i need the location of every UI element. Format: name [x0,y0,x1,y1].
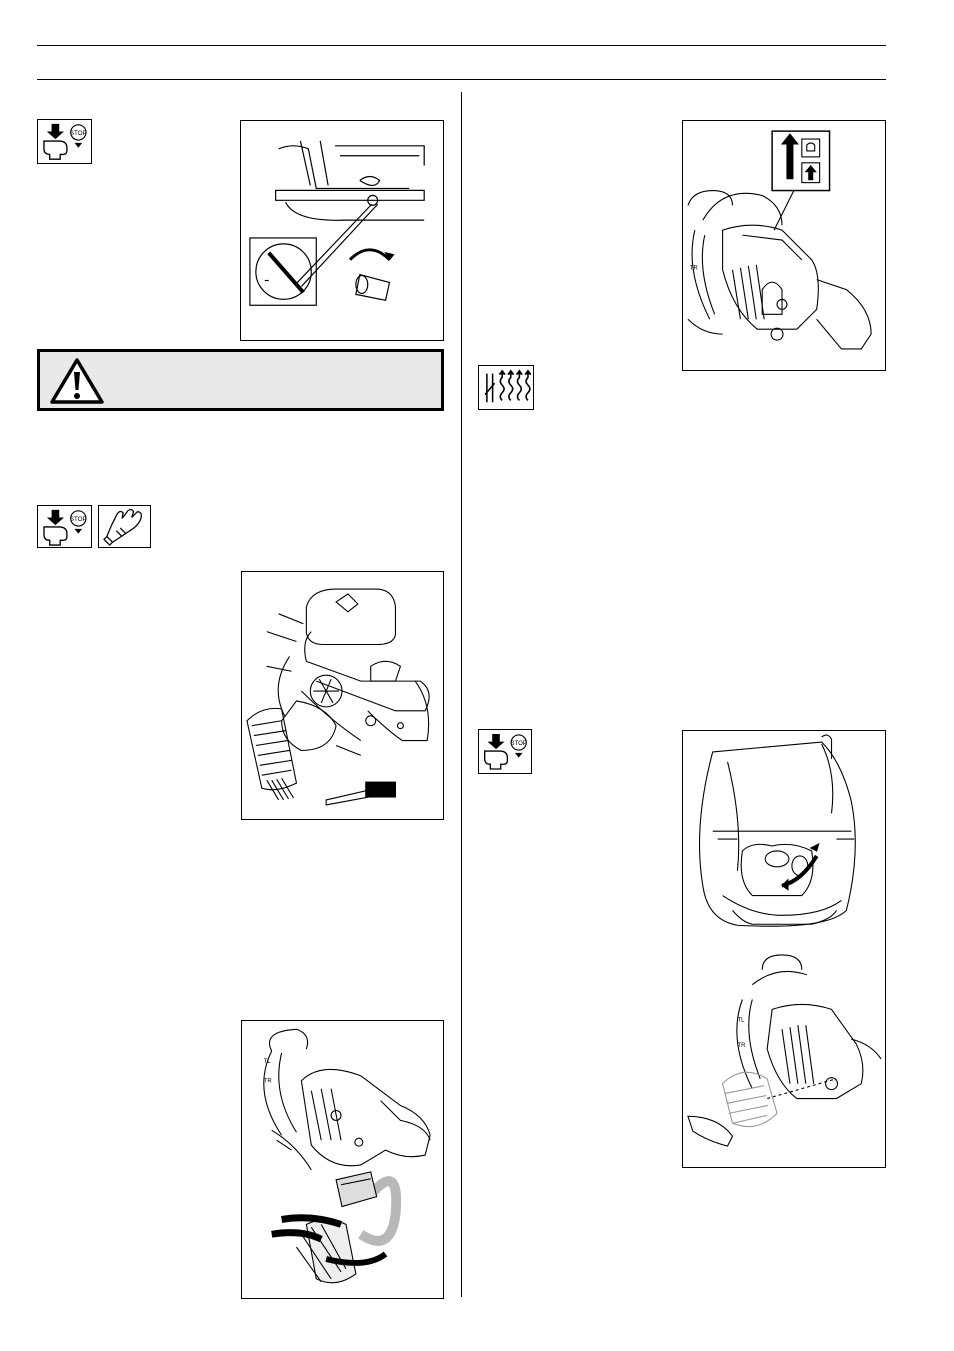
svg-text:TR: TR [737,1043,746,1049]
stop-engine-icon: STOP [478,729,532,774]
header-rule-bottom [37,79,886,80]
air-filter-illustration [241,571,444,820]
svg-text:STOP: STOP [510,740,527,747]
carburetor-adjustment-illustration [240,120,444,341]
heated-handle-switch-illustration: TR [682,120,886,371]
cylinder-cleaning-illustration: TL TR [241,1020,444,1299]
header-rule-top [37,45,886,46]
stop-engine-icon: STOP [37,119,92,164]
svg-text:STOP: STOP [70,516,87,523]
svg-text:TR: TR [264,1079,273,1085]
glove-icon [98,505,151,548]
svg-text:STOP: STOP [70,130,87,137]
winter-cover-illustration: TL TR [682,730,886,1168]
warning-box [37,349,444,411]
heating-icon [478,365,534,410]
svg-text:TR: TR [690,266,699,272]
column-divider [461,92,462,1297]
warning-triangle-icon [48,356,106,406]
stop-engine-icon: STOP [37,505,92,548]
svg-text:TL: TL [264,1059,272,1065]
svg-text:TL: TL [737,1017,745,1023]
